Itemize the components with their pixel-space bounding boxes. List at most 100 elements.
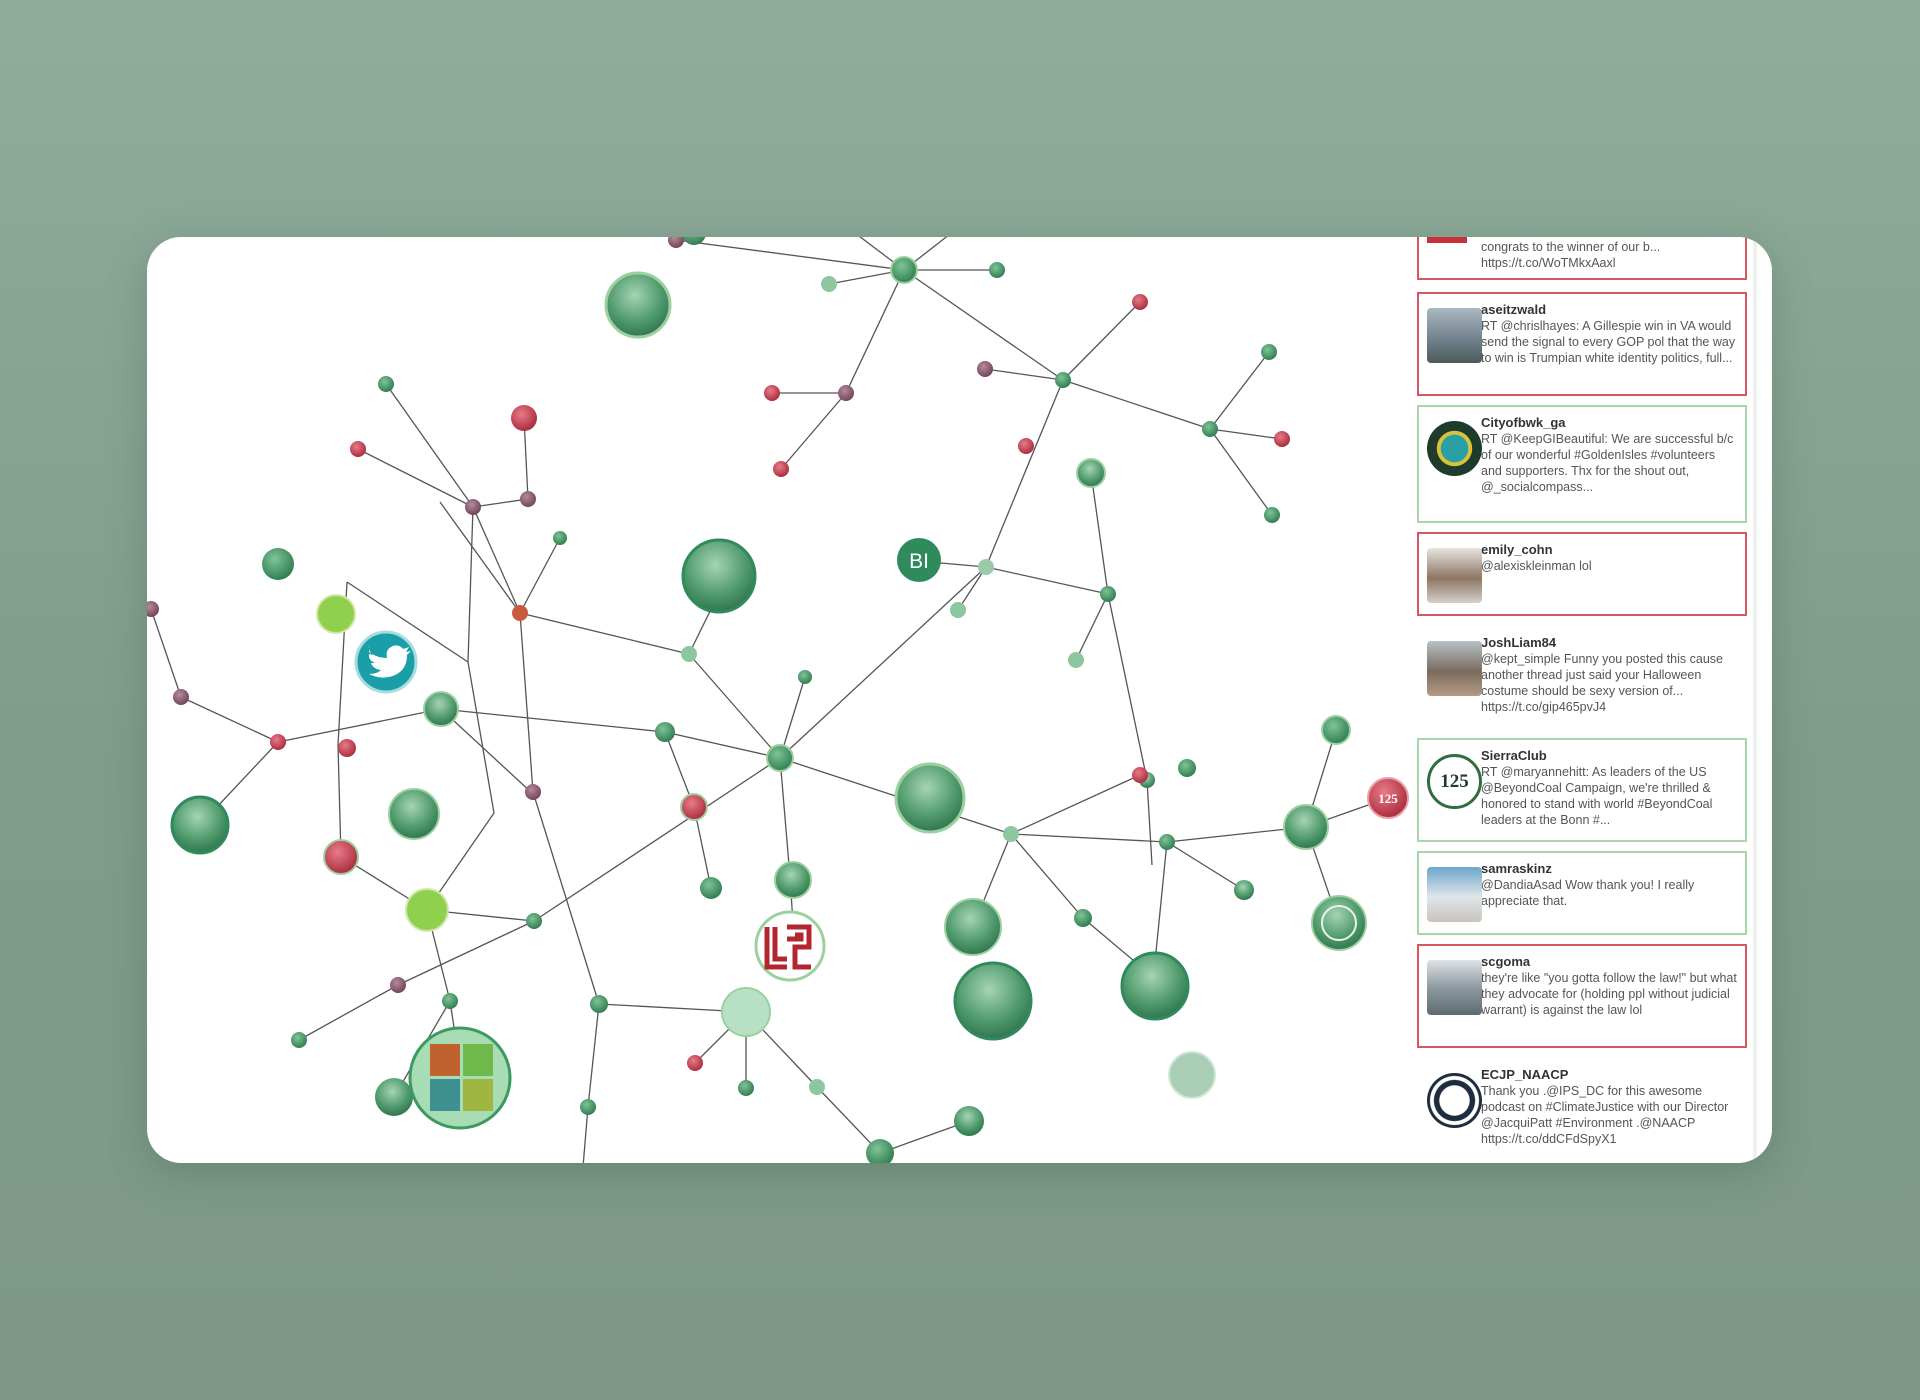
- graph-node-seal[interactable]: [1311, 895, 1367, 951]
- network-graph[interactable]: 125 BI: [147, 237, 1417, 1163]
- graph-node-avatar[interactable]: [375, 1078, 413, 1116]
- graph-node[interactable]: [442, 993, 458, 1009]
- graph-canvas[interactable]: 125 BI: [147, 237, 1417, 1163]
- graph-node-avatar[interactable]: [954, 1106, 984, 1136]
- tweet-card[interactable]: JoshLiam84 @kept_simple Funny you posted…: [1417, 625, 1747, 729]
- graph-node[interactable]: [1018, 438, 1034, 454]
- graph-node-avatar[interactable]: [1168, 1051, 1216, 1099]
- graph-node[interactable]: [465, 499, 481, 515]
- tweet-card[interactable]: congrats to the winner of our b... https…: [1417, 237, 1747, 280]
- graph-node-avatar[interactable]: [894, 762, 966, 834]
- graph-node[interactable]: [1132, 294, 1148, 310]
- graph-node[interactable]: [978, 559, 994, 575]
- graph-node[interactable]: [590, 995, 608, 1013]
- graph-nodes[interactable]: 125 BI: [147, 237, 1409, 1163]
- graph-node[interactable]: [173, 689, 189, 705]
- graph-node[interactable]: [1055, 372, 1071, 388]
- graph-node[interactable]: [773, 461, 789, 477]
- graph-node-avatar[interactable]: [1120, 951, 1190, 1021]
- graph-node[interactable]: [338, 739, 356, 757]
- graph-node[interactable]: [390, 977, 406, 993]
- tweet-text: @alexiskleinman lol: [1481, 559, 1592, 573]
- graph-node-avatar[interactable]: [953, 961, 1033, 1041]
- graph-node[interactable]: [512, 605, 528, 621]
- graph-node[interactable]: [950, 602, 966, 618]
- graph-node[interactable]: [1202, 421, 1218, 437]
- graph-node[interactable]: [291, 1032, 307, 1048]
- graph-node[interactable]: [655, 722, 675, 742]
- graph-node[interactable]: [682, 237, 706, 245]
- graph-node-avatar[interactable]: [604, 271, 672, 339]
- graph-node-avatar[interactable]: [1321, 715, 1351, 745]
- graph-node-bi[interactable]: [897, 538, 941, 582]
- graph-node[interactable]: [687, 1055, 703, 1071]
- graph-node-avatar[interactable]: [262, 548, 294, 580]
- graph-edges: [150, 237, 1389, 1163]
- tweet-card[interactable]: scgoma they're like "you gotta follow th…: [1417, 944, 1747, 1048]
- graph-node[interactable]: [700, 877, 722, 899]
- tweet-text: RT @chrislhayes: A Gillespie win in VA w…: [1481, 319, 1736, 365]
- graph-node[interactable]: [520, 491, 536, 507]
- graph-node[interactable]: [798, 670, 812, 684]
- graph-node-sierra[interactable]: [1367, 777, 1409, 819]
- tweet-card[interactable]: Cityofbwk_ga RT @KeepGIBeautiful: We are…: [1417, 405, 1747, 523]
- graph-node[interactable]: [977, 361, 993, 377]
- graph-node[interactable]: [989, 262, 1005, 278]
- graph-node[interactable]: [866, 1139, 894, 1163]
- graph-node[interactable]: [680, 793, 708, 821]
- graph-node[interactable]: [1132, 767, 1148, 783]
- graph-node[interactable]: [1100, 586, 1116, 602]
- graph-node-avatar[interactable]: [423, 691, 459, 727]
- graph-node-avatar[interactable]: [1076, 458, 1106, 488]
- graph-node-avatar[interactable]: [1283, 804, 1329, 850]
- graph-node[interactable]: [553, 531, 567, 545]
- graph-node[interactable]: [1261, 344, 1277, 360]
- graph-node-avatar[interactable]: [316, 594, 356, 634]
- graph-node[interactable]: [681, 646, 697, 662]
- photo-avatar: [1427, 548, 1482, 603]
- graph-node-avatar[interactable]: [405, 888, 449, 932]
- graph-node[interactable]: [1178, 759, 1196, 777]
- graph-node[interactable]: [838, 385, 854, 401]
- tweet-text: congrats to the winner of our b... https…: [1481, 240, 1661, 270]
- graph-node-avatar[interactable]: [388, 788, 440, 840]
- graph-node-hub[interactable]: [766, 744, 794, 772]
- graph-node[interactable]: [147, 601, 159, 617]
- graph-node-avatar[interactable]: [170, 795, 230, 855]
- graph-node[interactable]: [1234, 880, 1254, 900]
- tweet-text: RT @maryannehitt: As leaders of the US @…: [1481, 765, 1713, 827]
- tweet-card[interactable]: emily_cohn @alexiskleinman lol: [1417, 532, 1747, 616]
- tweet-text: @kept_simple Funny you posted this cause…: [1481, 652, 1723, 714]
- graph-node[interactable]: [511, 405, 537, 431]
- graph-node-avatar[interactable]: [774, 861, 812, 899]
- graph-node-avatar[interactable]: [944, 898, 1002, 956]
- graph-node[interactable]: [1274, 431, 1290, 447]
- graph-node[interactable]: [350, 441, 366, 457]
- graph-node[interactable]: [378, 376, 394, 392]
- tweet-card[interactable]: samraskinz @DandiaAsad Wow thank you! I …: [1417, 851, 1747, 935]
- graph-node[interactable]: [1068, 652, 1084, 668]
- tweet-card[interactable]: ECJP_NAACP Thank you .@IPS_DC for this a…: [1417, 1057, 1747, 1161]
- graph-node[interactable]: [764, 385, 780, 401]
- graph-node[interactable]: [270, 734, 286, 750]
- graph-node-avatar[interactable]: [681, 538, 757, 614]
- tweets-panel[interactable]: congrats to the winner of our b... https…: [1417, 237, 1757, 1163]
- graph-node[interactable]: [809, 1079, 825, 1095]
- graph-node[interactable]: [1264, 507, 1280, 523]
- graph-node[interactable]: [1074, 909, 1092, 927]
- graph-node[interactable]: [890, 256, 918, 284]
- graph-node-microsoft[interactable]: [408, 1026, 512, 1130]
- graph-node[interactable]: [1003, 826, 1019, 842]
- tweet-card[interactable]: aseitzwald RT @chrislhayes: A Gillespie …: [1417, 292, 1747, 396]
- graph-node[interactable]: [525, 784, 541, 800]
- graph-node[interactable]: [526, 913, 542, 929]
- graph-node[interactable]: [668, 237, 684, 248]
- graph-node[interactable]: [580, 1099, 596, 1115]
- graph-node-avatar[interactable]: [721, 987, 771, 1037]
- graph-node[interactable]: [1159, 834, 1175, 850]
- graph-node[interactable]: [738, 1080, 754, 1096]
- graph-node[interactable]: [323, 839, 359, 875]
- graph-node[interactable]: [821, 276, 837, 292]
- tweet-card[interactable]: 125 SierraClub RT @maryannehitt: As lead…: [1417, 738, 1747, 842]
- feed-scrollbar[interactable]: [1753, 237, 1757, 1163]
